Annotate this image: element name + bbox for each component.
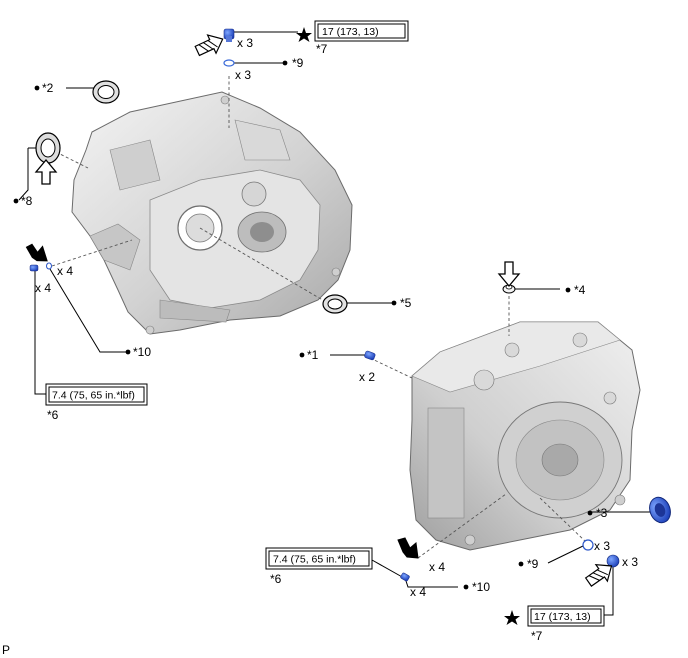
torque-value: 7.4 (75, 65 in.*lbf) <box>52 390 135 402</box>
label-10: *10 <box>472 580 490 594</box>
label-7: *7 <box>531 629 543 643</box>
torque-box-bottom-left: 7.4 (75, 65 in.*lbf) <box>265 547 373 570</box>
down-arrow-icon <box>497 261 521 288</box>
quantity: x 2 <box>359 370 375 384</box>
label-6: *6 <box>270 572 282 586</box>
quantity: x 4 <box>410 585 426 599</box>
plug-icon <box>502 284 516 294</box>
bolt-icon <box>364 350 376 361</box>
figure-code: P <box>2 643 10 657</box>
quantity: x 4 <box>429 560 445 574</box>
callout-dots <box>13 60 593 590</box>
label-3: *3 <box>596 506 608 520</box>
oil-seal-icon <box>322 294 348 314</box>
bolt-icon <box>400 572 410 582</box>
quantity: x 3 <box>237 36 253 50</box>
callout-labels: *9 *2 *8 *10 *5 *1 *4 *3 *9 *10 *7 *6 *6… <box>21 42 608 643</box>
quantity-labels: x 3 x 3 x 4 x 4 x 2 x 4 x 4 x 3 x 3 <box>35 36 638 599</box>
quantity: x 3 <box>235 68 251 82</box>
label-5: *5 <box>400 296 412 310</box>
label-10: *10 <box>133 345 151 359</box>
torque-box-left: 7.4 (75, 65 in.*lbf) <box>45 383 148 406</box>
quantity: x 4 <box>35 281 51 295</box>
o-ring-icon <box>223 59 235 67</box>
label-4: *4 <box>574 283 586 297</box>
label-9: *9 <box>527 557 539 571</box>
torque-box-top: 17 (173, 13) <box>314 20 409 42</box>
label-2: *2 <box>42 81 54 95</box>
quantity: x 3 <box>622 555 638 569</box>
label-9: *9 <box>292 56 304 70</box>
black-arrow-icon <box>25 243 48 262</box>
star-icon <box>296 27 312 42</box>
bolt-icon <box>606 554 620 568</box>
transaxle-housing <box>71 91 353 335</box>
label-1: *1 <box>307 348 319 362</box>
hatched-arrow-icon <box>194 34 224 57</box>
torque-value: 17 (173, 13) <box>322 26 379 38</box>
quantity: x 4 <box>57 264 73 278</box>
oil-seal-icon <box>35 132 61 164</box>
label-7: *7 <box>316 42 328 56</box>
hatched-arrow-icon <box>584 563 613 587</box>
bolt-icon <box>29 264 39 272</box>
bolt-icon <box>223 28 235 42</box>
label-6: *6 <box>47 408 59 422</box>
pin-icon <box>46 262 52 270</box>
transmission-case <box>409 321 641 551</box>
star-icon <box>504 610 520 625</box>
dashed-leaders <box>51 76 587 559</box>
torque-box-bottom-right: 17 (173, 13) <box>527 605 605 627</box>
o-ring-icon <box>582 539 594 551</box>
torque-value: 7.4 (75, 65 in.*lbf) <box>273 554 356 566</box>
black-arrow-icon <box>397 537 419 559</box>
quantity: x 3 <box>594 539 610 553</box>
up-arrow-icon <box>34 158 58 185</box>
oil-seal-icon <box>649 496 671 524</box>
torque-value: 17 (173, 13) <box>534 611 591 623</box>
oil-seal-icon <box>92 80 120 104</box>
label-8: *8 <box>21 194 33 208</box>
